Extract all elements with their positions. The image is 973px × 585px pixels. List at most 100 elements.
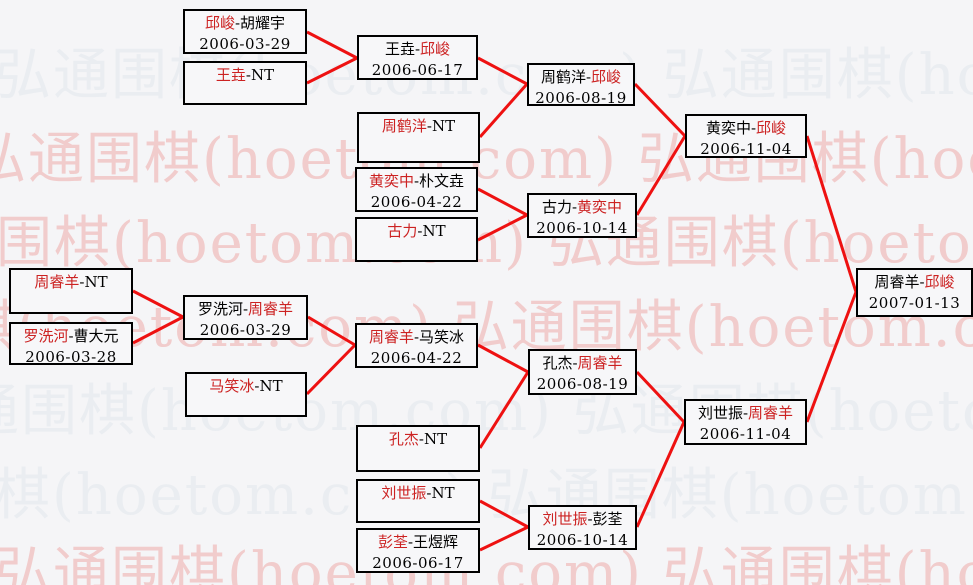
match-date: 2006-06-17 xyxy=(371,61,464,79)
match-players: 周鹤洋-NT xyxy=(382,116,455,137)
vs-dash: - xyxy=(426,484,432,502)
loser-name: 马笑冰 xyxy=(419,328,465,346)
watermark-text: 弘通围棋(hoetom.com) 弘通围棋(hoetom.com) 弘通围棋(h… xyxy=(0,366,973,447)
watermark-text: 弘通围棋(hoetom.com) 弘通围棋(hoetom.com) 弘通围棋(h… xyxy=(0,541,973,585)
match-box-r1-zhouruiyang-nt[interactable]: 周睿羊-NT xyxy=(9,268,133,314)
winner-name: 周睿羊 xyxy=(748,404,794,422)
loser-name: 古力 xyxy=(541,198,572,216)
match-date: 2006-10-14 xyxy=(536,531,629,549)
match-date: 2006-04-22 xyxy=(370,193,463,211)
match-players: 罗洗河-周睿羊 xyxy=(198,299,293,320)
winner-name: 邱峻 xyxy=(420,40,451,58)
match-date: 2006-03-28 xyxy=(25,348,117,366)
match-box-r2-zhouruiyang-maxiaobing[interactable]: 周睿羊-马笑冰 2006-04-22 xyxy=(355,323,478,368)
winner-name: 彭荃 xyxy=(377,533,408,551)
winner-name: 邱峻 xyxy=(756,119,787,137)
winner-name: 周睿羊 xyxy=(368,328,414,346)
match-date: 2006-03-29 xyxy=(199,35,291,53)
loser-name: 孔杰 xyxy=(542,354,573,372)
loser-name: 黄奕中 xyxy=(705,119,751,137)
loser-name: 王垚 xyxy=(384,40,415,58)
match-players: 周睿羊-NT xyxy=(34,272,107,293)
match-date: 2006-08-19 xyxy=(536,375,629,393)
match-date: 2007-01-13 xyxy=(868,294,961,312)
loser-name: 王煜辉 xyxy=(413,533,459,551)
loser-name: NT xyxy=(431,484,455,502)
loser-name: 罗洗河 xyxy=(197,300,243,318)
match-box-r1-maxiaobing-nt[interactable]: 马笑冰-NT xyxy=(185,372,307,417)
match-box-r1-kongjie-nt[interactable]: 孔杰-NT xyxy=(356,425,480,472)
winner-name: 周睿羊 xyxy=(577,354,623,372)
match-players: 邱峻-胡耀宇 xyxy=(205,13,285,34)
winner-name: 黄奕中 xyxy=(368,172,414,190)
vs-dash: - xyxy=(254,377,260,395)
match-box-r1-zhouheyang-nt[interactable]: 周鹤洋-NT xyxy=(357,112,480,163)
vs-dash: - xyxy=(417,222,423,240)
vs-dash: - xyxy=(413,328,420,346)
vs-dash: - xyxy=(234,14,241,32)
match-box-r1-wangyao-nt[interactable]: 王垚-NT xyxy=(183,61,307,105)
loser-name: NT xyxy=(422,222,446,240)
winner-name: 马笑冰 xyxy=(209,377,255,395)
loser-name: NT xyxy=(431,117,456,135)
winner-name: 刘世振 xyxy=(542,510,588,528)
winner-name: 罗洗河 xyxy=(23,327,69,345)
match-players: 古力-黄奕中 xyxy=(542,197,622,218)
match-date: 2006-11-04 xyxy=(700,140,792,158)
match-players: 王垚-邱峻 xyxy=(385,39,450,60)
loser-name: NT xyxy=(259,377,283,395)
vs-dash: - xyxy=(413,172,420,190)
winner-name: 邱峻 xyxy=(591,68,622,86)
match-box-r1-liushizhen-nt[interactable]: 刘世振-NT xyxy=(356,479,480,523)
watermark-text: 弘通围棋(hoetom.com) 弘通围棋(hoetom.com) 弘通围棋(h… xyxy=(0,463,973,528)
loser-name: NT xyxy=(84,273,108,291)
match-players: 黄奕中-邱峻 xyxy=(706,118,786,139)
match-players: 马笑冰-NT xyxy=(209,376,282,397)
winner-name: 孔杰 xyxy=(388,430,419,448)
loser-name: 刘世振 xyxy=(697,404,743,422)
winner-name: 黄奕中 xyxy=(577,198,623,216)
vs-dash: - xyxy=(587,510,593,528)
watermark-text: 弘通围棋(hoetom.com) 弘通围棋(hoetom.com) 弘通围棋(h… xyxy=(0,43,973,108)
winner-name: 周睿羊 xyxy=(34,273,80,291)
vs-dash: - xyxy=(414,40,421,58)
vs-dash: - xyxy=(245,66,251,84)
loser-name: 胡耀宇 xyxy=(240,14,286,32)
match-players: 刘世振-NT xyxy=(381,483,454,504)
match-players: 孔杰-NT xyxy=(389,429,447,450)
match-date: 2006-11-04 xyxy=(699,425,792,443)
vs-dash: - xyxy=(68,327,74,345)
match-players: 周睿羊-邱峻 xyxy=(874,272,954,293)
match-players: 刘世振-周睿羊 xyxy=(698,403,793,424)
watermark-text: 弘通围棋(hoetom.com) 弘通围棋(hoetom.com) 弘通围棋(h… xyxy=(0,211,973,276)
match-box-r1-guli-nt[interactable]: 古力-NT xyxy=(355,217,478,262)
winner-name: 王垚 xyxy=(215,66,246,84)
loser-name: 朴文垚 xyxy=(419,172,465,190)
match-players: 黄奕中-朴文垚 xyxy=(369,171,464,192)
match-date: 2006-08-19 xyxy=(535,89,627,107)
watermark-text: 弘通围棋(hoetom.com) 弘通围棋(hoetom.com) 弘通围棋(h… xyxy=(0,127,973,192)
vs-dash: - xyxy=(750,119,757,137)
vs-dash: - xyxy=(571,198,578,216)
match-date: 2006-04-22 xyxy=(370,349,463,367)
vs-dash: - xyxy=(742,404,749,422)
winner-name: 周睿羊 xyxy=(248,300,294,318)
match-date: 2006-06-17 xyxy=(372,554,464,572)
winner-name: 周鹤洋 xyxy=(381,117,427,135)
vs-dash: - xyxy=(79,273,85,291)
match-players: 孔杰-周睿羊 xyxy=(542,353,622,374)
